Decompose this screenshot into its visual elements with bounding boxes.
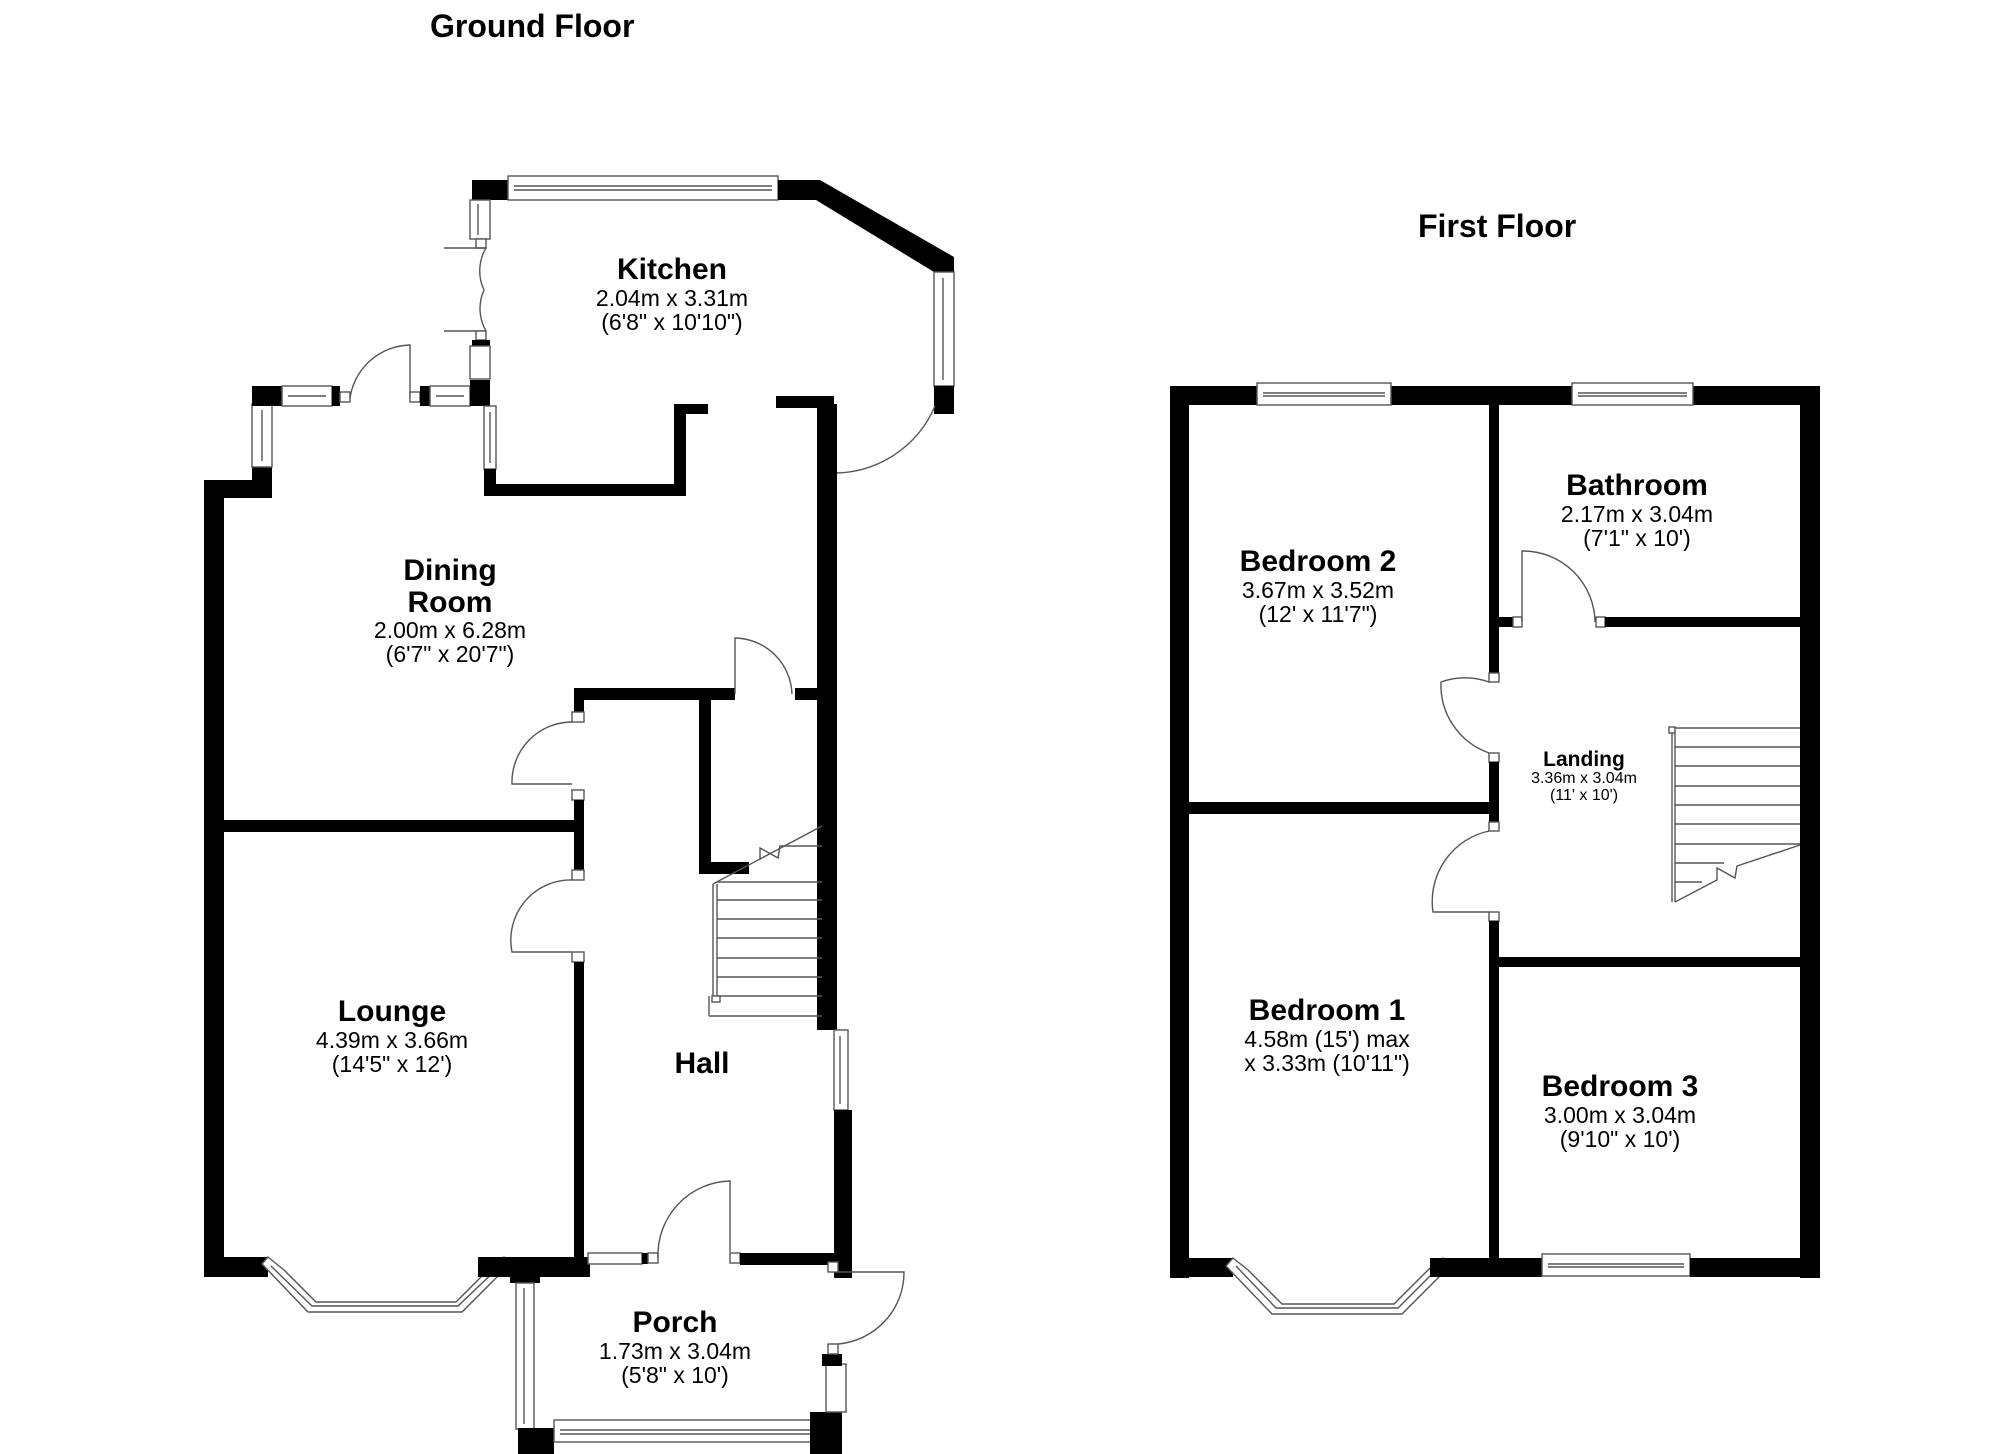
room-dimensions-imperial: (9'10" x 10') [1559, 1125, 1681, 1152]
room-dimensions-metric: 4.39m x 3.66m [315, 1026, 469, 1053]
first-floor-plan [1170, 382, 1820, 1315]
hall-side-window [833, 1029, 849, 1111]
room-name: Kitchen [616, 253, 728, 286]
room-name: Landing [1543, 748, 1625, 771]
room-name: Bedroom 2 [1239, 545, 1397, 578]
window [469, 199, 491, 240]
room-dimensions-metric: 2.17m x 3.04m [1560, 500, 1714, 527]
kitchen-side-window [933, 271, 955, 387]
room-bedroom-2: Bedroom 2 3.67m x 3.52m (12' x 11'7") [1240, 546, 1397, 626]
room-dimensions-imperial: (12' x 11'7") [1258, 600, 1378, 627]
room-porch: Porch 1.73m x 3.04m (5'8" x 10') [599, 1307, 751, 1387]
room-name: Bedroom 1 [1248, 994, 1406, 1027]
room-dimensions-metric: 3.00m x 3.04m [1543, 1101, 1697, 1128]
room-dimensions-imperial: (5'8" x 10') [621, 1361, 729, 1388]
first-floor-stairs [1668, 726, 1801, 903]
porch-left-window [515, 1282, 535, 1430]
room-hall: Hall [674, 1048, 729, 1080]
room-dimensions-metric: 3.36m x 3.04m [1531, 770, 1637, 788]
room-dimensions-metric: 1.73m x 3.04m [598, 1337, 752, 1364]
room-dimensions-metric: 2.00m x 6.28m [373, 617, 527, 643]
room-kitchen: Kitchen 2.04m x 3.31m (6'8" x 10'10") [596, 254, 748, 334]
porch-front-window [553, 1419, 817, 1443]
room-dimensions-line-2: x 3.33m (10'11") [1244, 1049, 1410, 1076]
bedroom-2-window [1256, 382, 1392, 406]
room-name: Porch [632, 1306, 718, 1339]
window [587, 1252, 643, 1265]
kitchen-top-window [507, 175, 779, 201]
room-dimensions-metric: 3.67m x 3.52m [1241, 576, 1395, 603]
room-dimensions-imperial: (14'5" x 12') [331, 1050, 453, 1077]
room-bedroom-3: Bedroom 3 3.00m x 3.04m (9'10" x 10') [1542, 1071, 1699, 1151]
room-name: Bedroom 3 [1541, 1070, 1699, 1103]
window [825, 1363, 847, 1413]
room-dining-room: Dining Room 2.00m x 6.28m (6'7" x 20'7") [374, 555, 526, 666]
room-bathroom: Bathroom 2.17m x 3.04m (7'1" x 10') [1561, 470, 1713, 550]
ground-floor-plan [204, 175, 955, 1454]
lounge-bay-window [261, 1256, 511, 1313]
bathroom-window [1571, 382, 1694, 406]
room-name: Bathroom [1566, 469, 1708, 502]
room-dimensions-imperial: (7'1" x 10') [1583, 524, 1691, 551]
room-landing: Landing 3.36m x 3.04m (11' x 10') [1531, 748, 1637, 805]
room-name: Hall [674, 1047, 730, 1080]
room-dimensions-imperial: (11' x 10') [1549, 786, 1619, 804]
room-name-line-1: Dining [403, 554, 497, 587]
room-dimensions-metric: 2.04m x 3.31m [595, 284, 749, 311]
room-dimensions-line-1: 4.58m (15') max [1244, 1025, 1410, 1052]
room-name-line-2: Room [407, 585, 493, 619]
room-dimensions-imperial: (6'7" x 20'7") [385, 641, 515, 668]
first-floor-title: First Floor [1418, 208, 1577, 244]
bedroom-3-window [1541, 1253, 1691, 1277]
room-name: Lounge [337, 995, 447, 1028]
ground-floor-title: Ground Floor [430, 8, 635, 44]
room-dimensions-imperial: (6'8" x 10'10") [601, 308, 743, 335]
window [469, 345, 491, 380]
bedroom-1-bay-window [1225, 1257, 1451, 1315]
room-lounge: Lounge 4.39m x 3.66m (14'5" x 12') [316, 996, 468, 1076]
ground-floor-stairs [708, 825, 823, 1017]
room-bedroom-1: Bedroom 1 4.58m (15') max x 3.33m (10'11… [1244, 995, 1410, 1075]
